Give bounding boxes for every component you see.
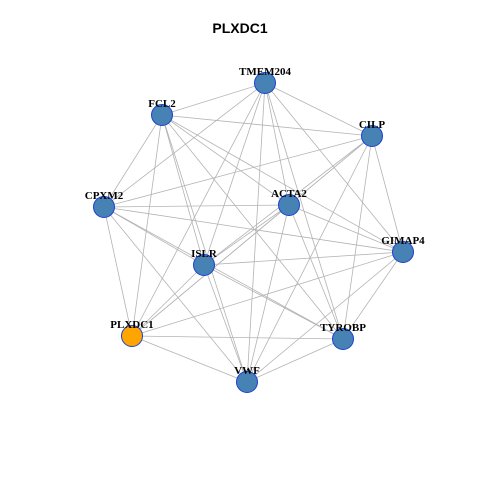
edge-gimap4-vwf bbox=[246, 251, 404, 383]
edge-gimap4-plxdc1 bbox=[131, 251, 404, 337]
node-cpxm2[interactable] bbox=[93, 196, 115, 218]
edge-fcl2-gimap4 bbox=[161, 114, 404, 253]
edge-fcl2-cpxm2 bbox=[103, 114, 163, 208]
edge-cilp-vwf bbox=[246, 135, 373, 383]
edge-cilp-gimap4 bbox=[371, 135, 404, 253]
node-layer bbox=[93, 72, 414, 393]
node-label-tyrobp: TYROBP bbox=[320, 322, 366, 334]
node-label-plxdc1: PLXDC1 bbox=[110, 319, 153, 331]
edge-cpxm2-plxdc1 bbox=[103, 206, 133, 337]
edge-tmem204-cilp bbox=[264, 82, 373, 137]
node-label-islr: ISLR bbox=[191, 248, 218, 260]
node-cilp[interactable] bbox=[361, 125, 383, 147]
node-islr[interactable] bbox=[193, 254, 215, 276]
edge-acta2-gimap4 bbox=[288, 204, 404, 253]
node-vwf[interactable] bbox=[236, 371, 258, 393]
node-label-vwf: VWF bbox=[234, 365, 260, 377]
edge-cpxm2-islr bbox=[103, 206, 205, 266]
edge-cpxm2-vwf bbox=[103, 206, 248, 383]
node-acta2[interactable] bbox=[278, 194, 300, 216]
node-tyrobp[interactable] bbox=[332, 328, 354, 350]
edge-islr-vwf bbox=[203, 264, 248, 383]
edge-tmem204-islr bbox=[203, 82, 266, 266]
edge-cpxm2-tyrobp bbox=[103, 206, 344, 340]
edge-gimap4-islr bbox=[203, 251, 404, 266]
edge-tmem204-plxdc1 bbox=[131, 82, 266, 337]
edge-tmem204-cpxm2 bbox=[103, 82, 266, 208]
edge-fcl2-plxdc1 bbox=[131, 114, 163, 337]
edge-fcl2-cilp bbox=[161, 114, 373, 137]
edge-cilp-cpxm2 bbox=[103, 135, 373, 208]
edge-tmem204-acta2 bbox=[264, 82, 290, 206]
graph-title: PLXDC1 bbox=[212, 20, 268, 36]
node-tmem204[interactable] bbox=[254, 72, 276, 94]
edge-cpxm2-gimap4 bbox=[103, 206, 404, 253]
node-gimap4[interactable] bbox=[392, 241, 414, 263]
edge-islr-plxdc1 bbox=[131, 264, 205, 337]
edge-tyrobp-vwf bbox=[246, 338, 344, 383]
edge-plxdc1-vwf bbox=[131, 335, 248, 383]
edge-fcl2-islr bbox=[161, 114, 205, 266]
edge-cilp-tyrobp bbox=[342, 135, 373, 340]
edge-cpxm2-acta2 bbox=[103, 204, 290, 208]
edge-islr-tyrobp bbox=[203, 264, 344, 340]
node-plxdc1[interactable] bbox=[121, 325, 143, 347]
node-label-tmem204: TMEM204 bbox=[239, 66, 291, 78]
edge-acta2-tyrobp bbox=[288, 204, 344, 340]
edge-gimap4-tyrobp bbox=[342, 251, 404, 340]
edge-acta2-islr bbox=[203, 204, 290, 266]
edge-tmem204-fcl2 bbox=[161, 82, 266, 116]
edge-fcl2-tyrobp bbox=[161, 114, 344, 340]
node-label-gimap4: GIMAP4 bbox=[381, 235, 425, 247]
edge-layer bbox=[103, 82, 404, 383]
node-label-cilp: CILP bbox=[359, 119, 386, 131]
edge-plxdc1-tyrobp bbox=[131, 335, 344, 340]
node-label-acta2: ACTA2 bbox=[271, 188, 307, 200]
node-fcl2[interactable] bbox=[151, 104, 173, 126]
node-label-cpxm2: CPXM2 bbox=[85, 190, 124, 202]
edge-fcl2-acta2 bbox=[161, 114, 290, 206]
node-label-fcl2: FCL2 bbox=[148, 98, 176, 110]
